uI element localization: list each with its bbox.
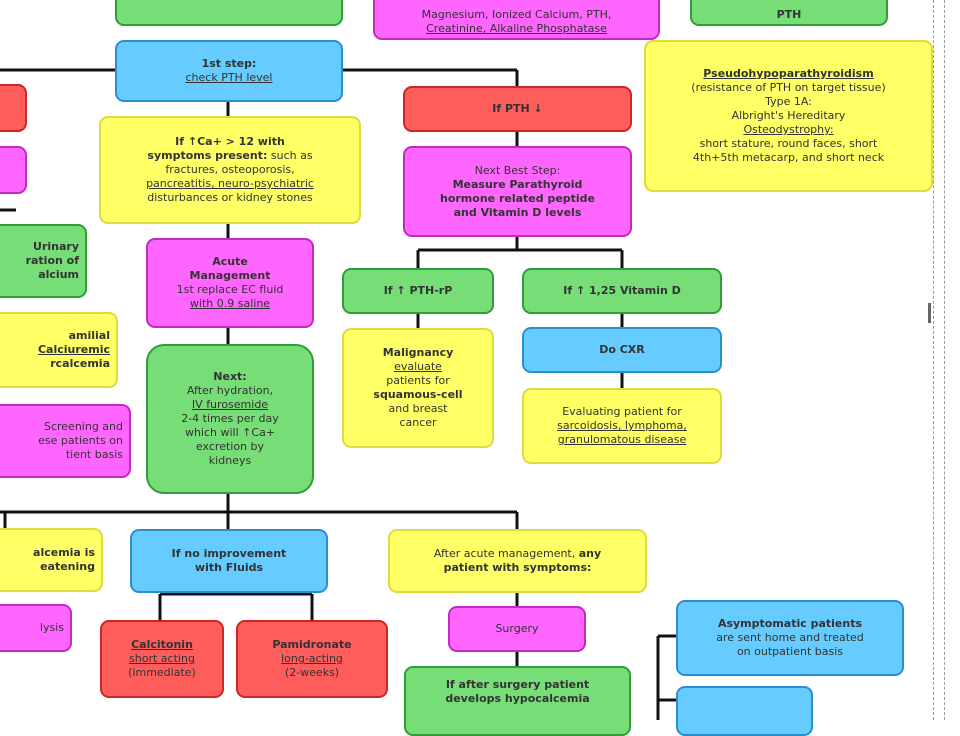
- next-best-step-box: Next Best Step: Measure Parathyroid horm…: [403, 146, 632, 237]
- after-acute-management-box: After acute management, any patient with…: [388, 529, 647, 593]
- scrollbar-grip[interactable]: [928, 303, 931, 323]
- malignancy-box: Malignancy evaluate patients for squamou…: [342, 328, 494, 448]
- step1-box: 1st step: check PTH level: [115, 40, 343, 102]
- labs-box: Magnesium, Ionized Calcium, PTH, Creatin…: [373, 0, 660, 40]
- hypercalcemia-threatening-box: alcemia is eatening: [0, 528, 103, 592]
- labs-line-1: Magnesium, Ionized Calcium, PTH,: [421, 8, 612, 21]
- top-right-pth-box: PTH: [690, 0, 888, 26]
- familial-hypocalciuric-box: amilial Calciuremic rcalcemia: [0, 312, 118, 388]
- pth-low-box: If PTH ↓: [403, 86, 632, 132]
- asymptomatic-patients-box: Asymptomatic patients are sent home and …: [676, 600, 904, 676]
- vitamin-d-box: If ↑ 1,25 Vitamin D: [522, 268, 722, 314]
- connector-lines: [0, 68, 676, 720]
- symptomatic-hypercalcemia-box: If ↑Ca+ > 12 with symptoms present: such…: [99, 116, 361, 224]
- screening-box: Screening and ese patients on tient basi…: [0, 404, 131, 478]
- surgery-box: Surgery: [448, 606, 586, 652]
- do-cxr-box: Do CXR: [522, 327, 722, 373]
- vertical-scrollbar[interactable]: [933, 0, 945, 720]
- sarcoidosis-evaluation-box: Evaluating patient for sarcoidosis, lymp…: [522, 388, 722, 464]
- labs-line-2: Creatinine, Alkaline Phosphatase: [426, 22, 607, 35]
- calcitonin-box: Calcitonin short acting (immediate): [100, 620, 224, 698]
- after-surgery-box: If after surgery patient develops hypoca…: [404, 666, 631, 736]
- furosemide-box: Next: After hydration, IV furosemide 2-4…: [146, 344, 314, 494]
- left-pink-box: [0, 146, 27, 194]
- left-red-box: [0, 84, 27, 132]
- top-left-box: [115, 0, 343, 26]
- pseudohypoparathyroidism-box: Pseudohypoparathyroidism (resistance of …: [644, 40, 933, 192]
- acute-management-box: Acute Management 1st replace EC fluid wi…: [146, 238, 314, 328]
- bottom-right-blue-box: [676, 686, 813, 736]
- pthrp-box: If ↑ PTH-rP: [342, 268, 494, 314]
- pamidronate-box: Pamidronate long-acting (2-weeks): [236, 620, 388, 698]
- urinary-calcium-box: Urinary ration of alcium: [0, 224, 87, 298]
- dialysis-box: lysis: [0, 604, 72, 652]
- no-improvement-box: If no improvement with Fluids: [130, 529, 328, 593]
